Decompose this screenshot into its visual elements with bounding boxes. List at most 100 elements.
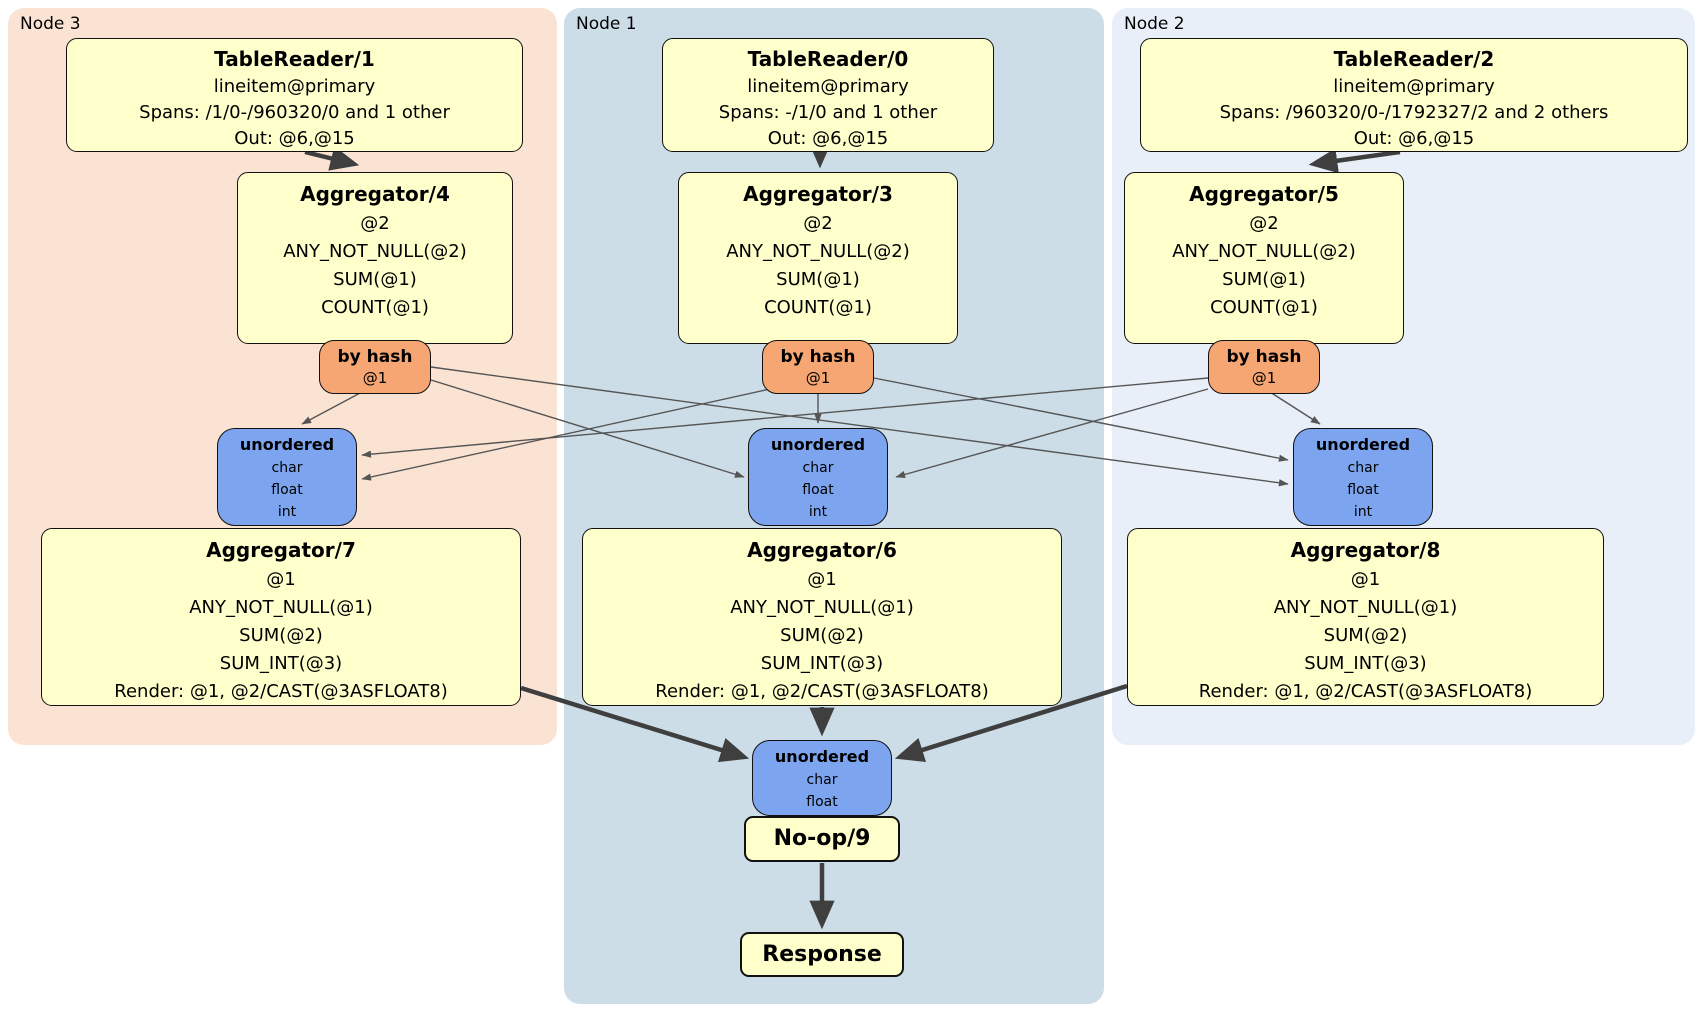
aggregator-6-box: Aggregator/6 @1 ANY_NOT_NULL(@1) SUM(@2)… bbox=[582, 528, 1062, 706]
noop-box: No-op/9 bbox=[744, 816, 900, 862]
aggregator-7-box: Aggregator/7 @1 ANY_NOT_NULL(@1) SUM(@2)… bbox=[41, 528, 521, 706]
router-title: by hash bbox=[337, 347, 413, 367]
box-title: TableReader/0 bbox=[747, 47, 909, 71]
unordered-sync-final: unordered char float bbox=[752, 740, 892, 816]
box-line: ANY_NOT_NULL(@1) bbox=[1273, 597, 1458, 618]
box-line: SUM_INT(@3) bbox=[760, 653, 884, 674]
edge-hash2-sync1 bbox=[895, 388, 1209, 479]
box-line: @2 bbox=[360, 213, 390, 234]
router-detail: @1 bbox=[1251, 369, 1277, 387]
box-line: SUM(@2) bbox=[239, 625, 323, 646]
sync-line: char bbox=[806, 772, 838, 788]
box-line: ANY_NOT_NULL(@2) bbox=[283, 241, 467, 262]
router-detail: @1 bbox=[805, 369, 831, 387]
node-label-1: Node 1 bbox=[576, 14, 637, 34]
edge-tablereader1-aggregator4 bbox=[304, 146, 360, 171]
box-line: SUM_INT(@3) bbox=[1304, 653, 1427, 674]
box-title: Aggregator/3 bbox=[743, 182, 893, 206]
box-title: Aggregator/4 bbox=[300, 182, 450, 206]
node-label-2: Node 2 bbox=[1124, 14, 1185, 34]
box-line: Out: @6,@15 bbox=[767, 128, 889, 149]
box-line: Render: @1, @2/CAST(@3ASFLOAT8) bbox=[655, 681, 989, 702]
hash-router-3: by hash @1 bbox=[319, 340, 431, 394]
node-label-3: Node 3 bbox=[20, 14, 81, 34]
sync-line: float bbox=[802, 482, 834, 498]
box-line: Spans: /960320/0-/1792327/2 and 2 others bbox=[1219, 102, 1609, 123]
edge-hash2-sync3 bbox=[361, 377, 1209, 458]
box-line: ANY_NOT_NULL(@1) bbox=[730, 597, 914, 618]
box-line: Spans: /1/0-/960320/0 and 1 other bbox=[139, 102, 450, 123]
hash-router-2: by hash @1 bbox=[1208, 340, 1320, 394]
edge-hash2-sync2 bbox=[1269, 391, 1321, 425]
sync-line: int bbox=[277, 504, 297, 520]
box-title: Response bbox=[762, 942, 882, 967]
box-line: SUM(@2) bbox=[1323, 625, 1408, 646]
box-line: @2 bbox=[803, 213, 833, 234]
edge-hash1-sync3 bbox=[361, 388, 771, 481]
router-title: by hash bbox=[780, 347, 856, 367]
box-line: SUM(@1) bbox=[776, 269, 860, 290]
edge-hash3-sync2 bbox=[430, 366, 1289, 487]
unordered-sync-1: unordered char float int bbox=[748, 428, 888, 526]
sync-title: unordered bbox=[770, 435, 866, 454]
sync-line: float bbox=[271, 482, 303, 498]
box-line: SUM(@1) bbox=[1222, 269, 1306, 290]
sync-line: char bbox=[271, 460, 303, 476]
box-title: TableReader/1 bbox=[214, 47, 375, 71]
box-title: Aggregator/6 bbox=[747, 538, 897, 562]
sync-title: unordered bbox=[774, 747, 870, 766]
box-line: lineitem@primary bbox=[1333, 76, 1495, 97]
edge-tablereader2-aggregator5 bbox=[1308, 148, 1401, 174]
edge-hash1-sync2 bbox=[873, 377, 1289, 462]
edge-hash3-sync3 bbox=[301, 391, 363, 425]
box-title: TableReader/2 bbox=[1333, 47, 1495, 71]
table-reader-0-box: TableReader/0 lineitem@primary Spans: -/… bbox=[662, 38, 994, 152]
edge-aggregator8-finalsync bbox=[894, 683, 1128, 763]
sync-line: float bbox=[806, 794, 838, 810]
box-title: No-op/9 bbox=[773, 826, 871, 851]
box-line: @2 bbox=[1249, 213, 1279, 234]
box-line: Out: @6,@15 bbox=[234, 128, 355, 149]
box-line: lineitem@primary bbox=[747, 76, 909, 97]
response-box: Response bbox=[740, 932, 904, 977]
box-title: Aggregator/5 bbox=[1189, 182, 1339, 206]
box-line: SUM_INT(@3) bbox=[219, 653, 343, 674]
box-line: COUNT(@1) bbox=[1210, 297, 1318, 318]
table-reader-2-box: TableReader/2 lineitem@primary Spans: /9… bbox=[1140, 38, 1688, 152]
sync-line: int bbox=[1353, 504, 1373, 520]
aggregator-8-box: Aggregator/8 @1 ANY_NOT_NULL(@1) SUM(@2)… bbox=[1127, 528, 1604, 706]
unordered-sync-2: unordered char float int bbox=[1293, 428, 1433, 526]
box-line: SUM(@1) bbox=[333, 269, 417, 290]
box-line: COUNT(@1) bbox=[764, 297, 872, 318]
edge-hash3-sync1 bbox=[430, 379, 745, 478]
aggregator-5-box: Aggregator/5 @2 ANY_NOT_NULL(@2) SUM(@1)… bbox=[1124, 172, 1404, 344]
sync-title: unordered bbox=[1315, 435, 1411, 454]
box-line: Spans: -/1/0 and 1 other bbox=[718, 102, 938, 123]
box-line: ANY_NOT_NULL(@2) bbox=[726, 241, 910, 262]
sync-line: int bbox=[808, 504, 828, 520]
box-line: @1 bbox=[807, 569, 837, 590]
aggregator-3-box: Aggregator/3 @2 ANY_NOT_NULL(@2) SUM(@1)… bbox=[678, 172, 958, 344]
box-line: @1 bbox=[1350, 569, 1381, 590]
sync-line: char bbox=[802, 460, 834, 476]
box-line: SUM(@2) bbox=[780, 625, 864, 646]
box-line: Render: @1, @2/CAST(@3ASFLOAT8) bbox=[114, 681, 448, 702]
box-line: Out: @6,@15 bbox=[1353, 128, 1475, 149]
sync-line: char bbox=[1347, 460, 1379, 476]
unordered-sync-3: unordered char float int bbox=[217, 428, 357, 526]
table-reader-1-box: TableReader/1 lineitem@primary Spans: /1… bbox=[66, 38, 523, 152]
box-line: @1 bbox=[266, 569, 296, 590]
router-title: by hash bbox=[1226, 347, 1302, 367]
sync-title: unordered bbox=[239, 435, 335, 454]
box-line: ANY_NOT_NULL(@1) bbox=[189, 597, 373, 618]
box-title: Aggregator/7 bbox=[206, 538, 356, 562]
edge-aggregator7-finalsync bbox=[520, 685, 750, 763]
box-line: COUNT(@1) bbox=[321, 297, 429, 318]
box-title: Aggregator/8 bbox=[1290, 538, 1441, 562]
sync-line: float bbox=[1347, 482, 1379, 498]
box-line: ANY_NOT_NULL(@2) bbox=[1172, 241, 1356, 262]
router-detail: @1 bbox=[362, 369, 388, 387]
box-line: Render: @1, @2/CAST(@3ASFLOAT8) bbox=[1198, 681, 1533, 702]
